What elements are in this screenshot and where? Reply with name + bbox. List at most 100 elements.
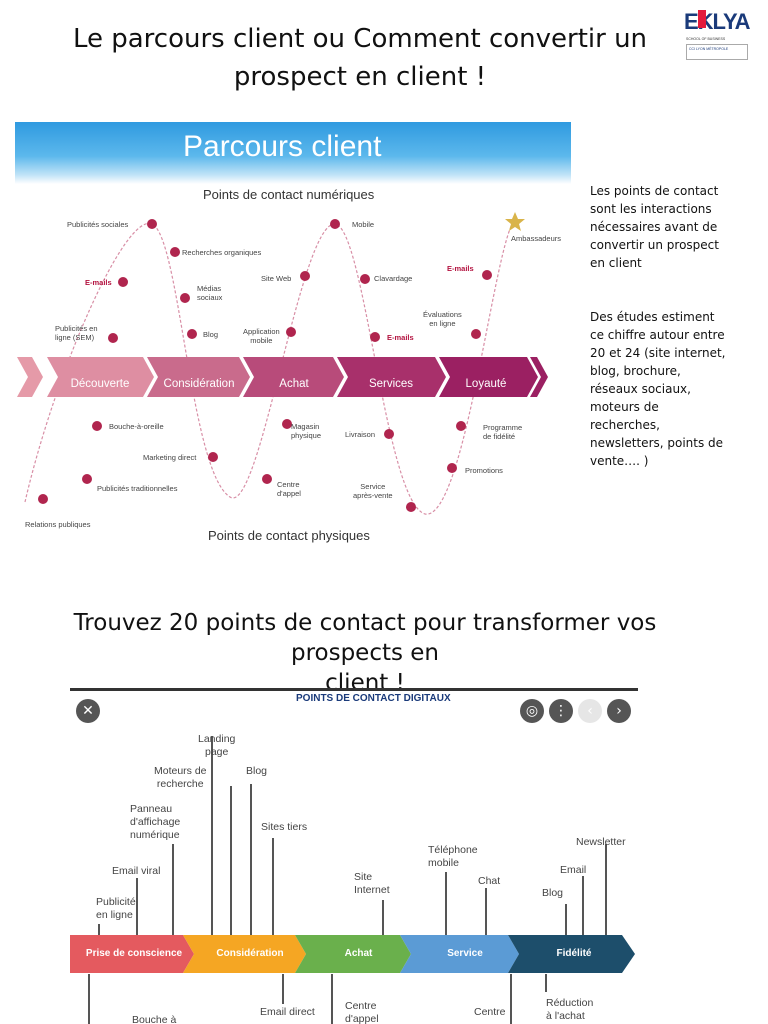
star-icon [505,212,525,231]
label-bouche: Bouche-à-oreille [109,422,164,431]
title-line-1: Le parcours client ou Comment convertir … [72,24,648,54]
stage-consideration: Considération [163,378,235,390]
stage-decouverte: Découverte [70,378,130,390]
stage-arrow-fidelite [508,935,635,973]
label-centre2: Centre [474,1006,506,1018]
line-landing [211,736,213,936]
label-telephone: Téléphone mobile [428,844,478,869]
line-site-internet [382,900,384,936]
label-sites-tiers: Sites tiers [261,821,308,833]
label-moteurs: Moteurs de recherche [154,765,207,790]
slide-header-gradient [15,122,571,184]
label-recherches: Recherches organiques [182,248,262,257]
next-button[interactable]: › [607,699,631,723]
dot-emails-3 [482,270,492,280]
stage-arrow-lead [17,357,43,397]
label-pub-ligne: Publicités en ligne (SEM) [55,324,98,342]
line-moteurs [230,786,232,936]
line-chat [485,888,487,936]
stage-arrow-decouverte [47,357,154,397]
label-pub-sociales: Publicités sociales [67,220,129,229]
dot-pub-ligne [108,333,118,343]
label-site-internet: Site Internet [354,871,390,896]
dot-emails-1 [118,277,128,287]
label-magasin: Magasin physique [291,422,322,440]
stage-arrow-achat [243,357,344,397]
side-text-2: Des études estiment ce chiffre autour en… [590,310,726,468]
stage-achat: Achat [344,948,373,959]
dot-centre [262,474,272,484]
subtitle-physiques: Points de contact physiques [208,528,370,543]
stage-arrow-consideration [147,357,250,397]
subtitle-numeriques: Points de contact numériques [203,187,375,202]
dot-magasin [282,419,292,429]
label-email-viral: Email viral [112,865,161,877]
dot-evaluations [471,329,481,339]
label-emails-3: E-mails [447,264,474,273]
label-centre-appel: Centre d'appel [345,1000,379,1024]
label-relations: Relations publiques [25,520,91,529]
label-service-apv: Service après-vente [353,482,393,500]
lens-icon: ◎ [525,703,539,719]
chevron-right-icon: › [616,703,622,719]
section-title-2: Trouvez 20 points de contact pour transf… [25,608,705,698]
label-email-direct: Email direct [260,1006,315,1018]
label-promotions: Promotions [465,466,503,475]
dot-site-web [300,271,310,281]
side-text-1: Les points de contact sont les interacti… [590,184,719,270]
line-sites-tiers [272,838,274,936]
label-marketing: Marketing direct [143,453,197,462]
dot-promotions [447,463,457,473]
label-evaluations: Évaluations en ligne [423,310,462,328]
dot-programme [456,421,466,431]
dot-blog [187,329,197,339]
label-medias: Médias sociaux [197,284,223,302]
label-programme: Programme de fidélité [483,423,523,441]
slide2-heading: POINTS DE CONTACT DIGITAUX [296,693,451,704]
stages-arrow-bar [70,935,635,973]
line-reduction [545,974,547,992]
dot-bouche [92,421,102,431]
lens-button[interactable]: ◎ [520,699,544,723]
more-options-button[interactable]: ⋮ [549,699,573,723]
dot-pub-sociales [147,219,157,229]
label-blog: Blog [203,330,219,339]
dot-relations [38,494,48,504]
dot-emails-2 [370,332,380,342]
line-email [582,876,584,936]
line-centre2 [510,974,512,1024]
label-landing: Landing page [198,733,236,758]
line-blog2 [565,904,567,936]
stage-services: Services [368,378,414,390]
label-publicite: Publicité en ligne [96,896,136,921]
logo-cci: CCI LYON MÉTROPOLE [689,47,729,51]
dot-application [286,327,296,337]
stage-arrow-end [530,357,548,397]
label-clavardage: Clavardage [374,274,413,283]
stage-arrow-consideration [183,935,306,973]
label-emails-2: E-mails [387,333,414,342]
label-blog: Blog [246,765,268,777]
label-site-web: Site Web [261,274,292,283]
label-pub-trad: Publicités traditionnelles [97,484,178,493]
parcours-client-slide: Parcours client Points de contact numéri… [15,122,571,550]
stage-prise-de-conscience: Prise de conscience [85,948,183,959]
previous-button[interactable]: ‹ [578,699,602,723]
more-vertical-icon: ⋮ [554,703,568,719]
page-title: Le parcours client ou Comment convertir … [20,20,700,96]
logo-name: EKLYA [684,9,751,34]
close-button[interactable]: ✕ [76,699,100,723]
line-bouche [88,974,90,1024]
stage-loyaute: Loyauté [465,378,507,390]
label-newsletter: Newsletter [576,836,626,848]
chevron-left-icon: ‹ [587,703,593,719]
title2-line-1: Trouvez 20 points de contact pour transf… [73,610,657,666]
dot-pub-trad [82,474,92,484]
stage-arrow-services [337,357,446,397]
label-application: Application mobile [243,327,280,345]
dot-recherches [170,247,180,257]
label-mobile: Mobile [352,220,375,229]
eklya-logo: EKLYA SCHOOL OF BUSINESS CCI LYON MÉTROP… [676,4,756,64]
line-centre-appel [331,974,333,1024]
slide1-title: Parcours client [183,130,382,163]
